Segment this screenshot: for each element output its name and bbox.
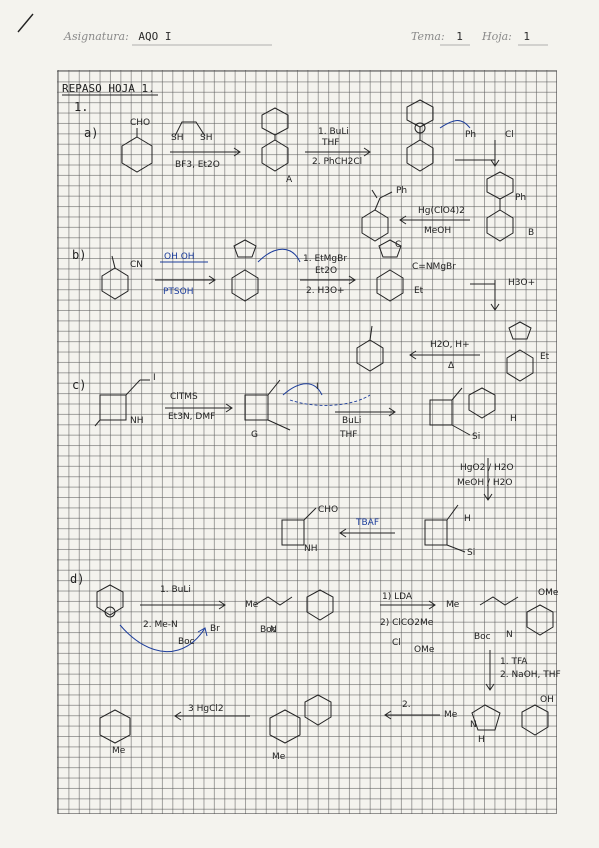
b-cn: CN	[130, 260, 144, 270]
sheet-value: 1	[523, 30, 531, 43]
a-sh2: SH	[200, 133, 213, 143]
a-step2-bncl: 2. PhCH2Cl	[312, 157, 363, 167]
a-cond1: BF3, Et2O	[175, 160, 220, 170]
d-reagent2: 2. Me-N	[143, 620, 178, 630]
a-compound-A: A	[286, 175, 293, 185]
c-cho: CHO	[318, 505, 339, 515]
a-step2-thf: THF	[322, 138, 340, 148]
section-b-label: b)	[72, 248, 87, 262]
subject-field: Asignatura: AQO I	[64, 30, 171, 43]
c-si-2: Si	[467, 548, 476, 558]
d-me-2: Me	[446, 600, 460, 610]
b-ptsoh: PTSOH	[163, 287, 194, 297]
b-delta: Δ	[448, 361, 455, 371]
topic-field: Tema: 1	[411, 30, 463, 43]
topic-label: Tema:	[411, 30, 445, 43]
b-h2o-h: H2O, H+	[430, 340, 470, 350]
c-compound-G: G	[251, 430, 258, 440]
d-oh: OH	[540, 695, 554, 705]
d-lda: 1) LDA	[382, 592, 413, 602]
d-n: N	[270, 625, 277, 635]
part-number: 1.	[74, 100, 89, 114]
b-grignard: 1. EtMgBr	[303, 254, 348, 264]
d-me-4: Me	[272, 752, 286, 762]
d-me-3: Me	[444, 710, 458, 720]
a-ph-b: Ph	[515, 193, 527, 203]
c-compound-H: H	[510, 414, 517, 424]
a-sh1: SH	[171, 133, 184, 143]
d-tfa: 1. TFA	[500, 657, 528, 667]
c-tbaf: TBAF	[356, 518, 380, 528]
d-ome-2: OMe	[538, 588, 559, 598]
d-step2: 2.	[402, 700, 411, 710]
a-ph: Ph	[465, 130, 477, 140]
a-step2-buli: 1. BuLi	[318, 127, 349, 137]
subject-value: AQO I	[138, 30, 172, 43]
a-meoh: MeOH	[424, 226, 452, 236]
d-naoh: 2. NaOH, THF	[500, 670, 561, 680]
d-me: Me	[245, 600, 259, 610]
d-buli: 1. BuLi	[160, 585, 191, 595]
d-h: H	[478, 735, 485, 745]
b-imine: C=NMgBr	[412, 262, 456, 272]
b-compound-C: C	[395, 240, 402, 250]
b-h3o-plus: H3O+	[508, 278, 536, 288]
d-boc-2: Boc	[260, 625, 277, 635]
c-meoh-h2o: MeOH / H2O	[457, 478, 513, 488]
d-n-2: N	[506, 630, 513, 640]
c-et3n: Et3N, DMF	[168, 412, 216, 422]
b-et: Et	[414, 286, 424, 296]
a-cl: Cl	[505, 130, 514, 140]
section-d-label: d)	[70, 572, 85, 586]
b-et-ketone: Et	[540, 352, 550, 362]
d-n-3: N	[470, 720, 477, 730]
d-clco2me: 2) ClCO2Me	[380, 618, 434, 628]
c-hgo: HgO2 / H2O	[460, 463, 514, 473]
c-cltms: ClTMS	[170, 392, 198, 402]
d-cl: Cl	[392, 638, 401, 648]
b-h3o: 2. H3O+	[306, 286, 345, 296]
d-br: Br	[210, 624, 220, 634]
d-me-5: Me	[112, 746, 126, 756]
d-ome: OMe	[414, 645, 435, 655]
c-nh: NH	[130, 416, 144, 426]
c-si: Si	[472, 432, 481, 442]
c-buli: BuLi	[342, 416, 362, 426]
page-title: REPASO HOJA 1.	[62, 82, 155, 95]
b-et2o: Et2O	[315, 266, 338, 276]
c-iodide: I	[153, 373, 156, 383]
a-compound-B: B	[528, 228, 535, 238]
a-ketone-ph: Ph	[396, 186, 408, 196]
c-nh-product: NH	[304, 544, 318, 554]
b-diol: OH OH	[164, 252, 195, 262]
d-boc-3: Boc	[474, 632, 491, 642]
a-cho: CHO	[130, 118, 151, 128]
section-a-label: a)	[84, 126, 99, 140]
a-hg: Hg(ClO4)2	[418, 206, 465, 216]
section-c-label: c)	[72, 378, 87, 392]
sheet-label: Hoja:	[482, 30, 512, 43]
d-hgcl2: 3 HgCl2	[188, 704, 224, 714]
c-iodide-2: I	[316, 382, 319, 392]
c-thf: THF	[340, 430, 358, 440]
d-boc: Boc	[178, 637, 195, 647]
c-aldehyde-h: H	[464, 514, 471, 524]
topic-value: 1	[456, 30, 463, 43]
graph-paper-grid	[57, 70, 557, 814]
subject-label: Asignatura:	[64, 30, 129, 43]
sheet-field: Hoja: 1	[482, 30, 530, 43]
